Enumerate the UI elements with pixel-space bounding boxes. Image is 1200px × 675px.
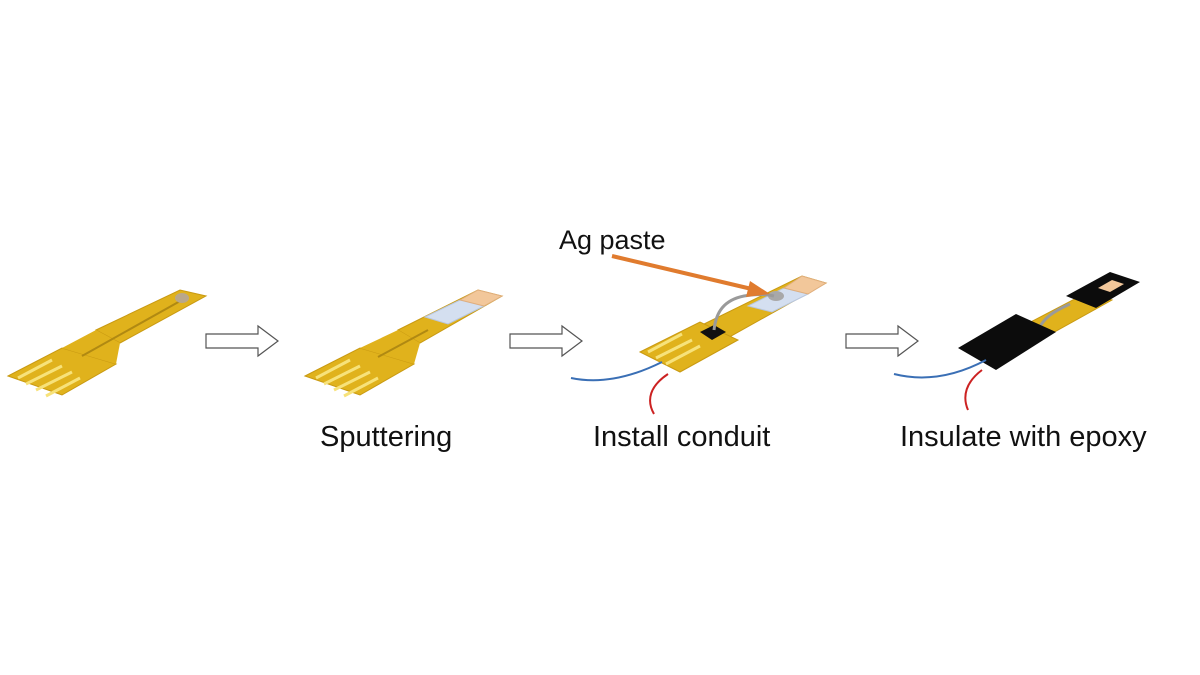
annotation-arrow-icon (611, 254, 757, 292)
epoxy-block (958, 314, 1056, 370)
annotation-arrowhead-icon (746, 281, 770, 297)
step-4-epoxy-insulated (893, 272, 1140, 411)
step-3-conduit-installed (570, 275, 828, 415)
substrate-neck (62, 330, 120, 364)
sputtered-contact (782, 275, 828, 295)
step-3-label: Install conduit (593, 421, 770, 453)
silver-paste-dot (768, 291, 784, 301)
blue-wire (570, 361, 663, 382)
sputtered-contact (1098, 280, 1124, 292)
annotation-ag-paste: Ag paste (559, 225, 666, 255)
step-2-sputtered-substrate (303, 289, 504, 398)
flow-arrow-icon (845, 324, 919, 358)
blue-wire (893, 359, 987, 379)
red-wire (964, 369, 983, 411)
contact-pads (17, 358, 81, 398)
substrate-neck (360, 330, 420, 364)
flow-arrow-icon (509, 324, 583, 358)
step-1-bare-substrate (6, 289, 208, 398)
step-4-label: Insulate with epoxy (900, 421, 1147, 453)
sensor-trace (377, 329, 429, 358)
red-wire (649, 373, 669, 415)
epoxy-cap-tip (1066, 272, 1140, 308)
flow-arrow-icon (205, 324, 279, 358)
sputtered-contact (458, 289, 504, 307)
contact-pads (647, 332, 701, 366)
sensor-trace (81, 299, 183, 357)
contact-pads (315, 358, 379, 398)
chip (700, 325, 726, 340)
step-2-label: Sputtering (320, 421, 452, 453)
sensor-pad (175, 293, 189, 303)
gray-conduit-wire (712, 293, 775, 331)
